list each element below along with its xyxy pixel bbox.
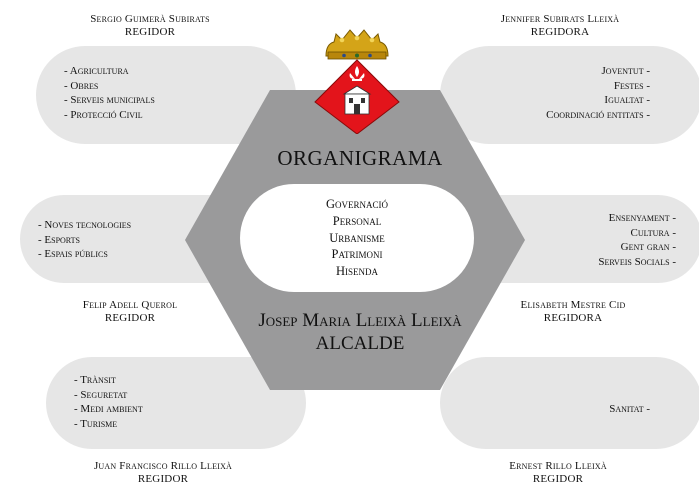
councillor-role: REGIDORA (543, 312, 603, 324)
duty-item: - Seguretat (74, 388, 128, 401)
pill-bottom-right (440, 357, 699, 449)
mayor-duty: Patrimoni (331, 247, 383, 262)
councillor-duties: - Trànsit - Seguretat - Medi ambient - T… (74, 373, 143, 431)
duty-item: Festes - (613, 79, 650, 92)
mayor-duty: Urbanisme (329, 230, 385, 245)
duty-item: - Protecció Civil (64, 108, 143, 121)
councillor-name: Juan Francisco Rillo Lleixà (93, 460, 233, 472)
mayor-name: Josep Maria Lleixà Lleixà (258, 310, 462, 331)
councillor-name-block: Elisabeth Mestre Cid REGIDORA (468, 299, 678, 325)
councillor-duties: Sanitat - (470, 402, 650, 417)
councillor-role: REGIDOR (124, 26, 176, 38)
mayor-role: ALCALDE (315, 333, 405, 354)
councillor-role: REGIDOR (104, 312, 156, 324)
councillor-role: REGIDORA (530, 26, 590, 38)
mayor-block: Josep Maria Lleixà Lleixà ALCALDE (200, 309, 520, 355)
duty-item: Joventut - (601, 65, 650, 77)
mayor-duties-list: Governació Personal Urbanisme Patrimoni … (240, 196, 474, 280)
duty-item: - Obres (64, 79, 99, 92)
duty-item: - Agricultura (64, 65, 129, 77)
duty-item: - Trànsit (74, 374, 116, 386)
councillor-role: REGIDOR (137, 473, 189, 485)
duty-item: Ensenyament - (608, 212, 676, 224)
councillor-duties: - Agricultura - Obres - Serveis municipa… (64, 64, 155, 122)
councillor-name: Ernest Rillo Lleixà (509, 460, 607, 472)
councillor-duties: Ensenyament - Cultura - Gent gran - Serv… (470, 211, 676, 269)
councillor-name: Felip Adell Querol (82, 299, 178, 311)
duty-item: Gent gran - (620, 241, 676, 253)
duty-item: Serveis Socials - (598, 255, 676, 268)
councillor-duties: Joventut - Festes - Igualtat - Coordinac… (470, 64, 650, 122)
duty-item: - Turisme (74, 417, 118, 430)
chart-title: ORGANIGRAMA (277, 146, 443, 170)
duty-item: Sanitat - (609, 403, 650, 415)
mayor-duty: Personal (332, 213, 382, 228)
councillor-duties: - Noves tecnologies - Esports - Espais p… (38, 218, 131, 262)
duty-item: - Serveis municipals (64, 94, 155, 106)
councillor-name: Jennifer Subirats Lleixà (500, 13, 620, 25)
pill-top-right (440, 46, 699, 144)
duty-item: Igualtat - (604, 94, 650, 106)
councillor-name-block: Juan Francisco Rillo Lleixà REGIDOR (58, 460, 268, 486)
duty-item: - Esports (38, 233, 80, 246)
duty-item: - Medi ambient (74, 403, 143, 415)
coat-of-arms-icon (314, 29, 400, 134)
councillor-name: Sergio Guimerà Subirats (90, 13, 210, 25)
mayor-duty: Governació (325, 197, 389, 211)
councillor-name-block: Jennifer Subirats Lleixà REGIDORA (460, 13, 660, 39)
duty-item: Coordinació entitats - (546, 108, 650, 121)
councillor-name: Elisabeth Mestre Cid (520, 299, 626, 311)
councillor-role: REGIDOR (532, 473, 584, 485)
duty-item: Cultura - (630, 226, 676, 239)
councillor-name-block: Sergio Guimerà Subirats REGIDOR (50, 13, 250, 39)
mayor-duties-box (240, 184, 474, 292)
duty-item: - Noves tecnologies (38, 219, 132, 231)
duty-item: - Espais públics (38, 248, 108, 260)
mayor-duty: Hisenda (335, 264, 379, 279)
councillor-name-block: Felip Adell Querol REGIDOR (30, 299, 230, 325)
councillor-name-block: Ernest Rillo Lleixà REGIDOR (458, 460, 658, 486)
